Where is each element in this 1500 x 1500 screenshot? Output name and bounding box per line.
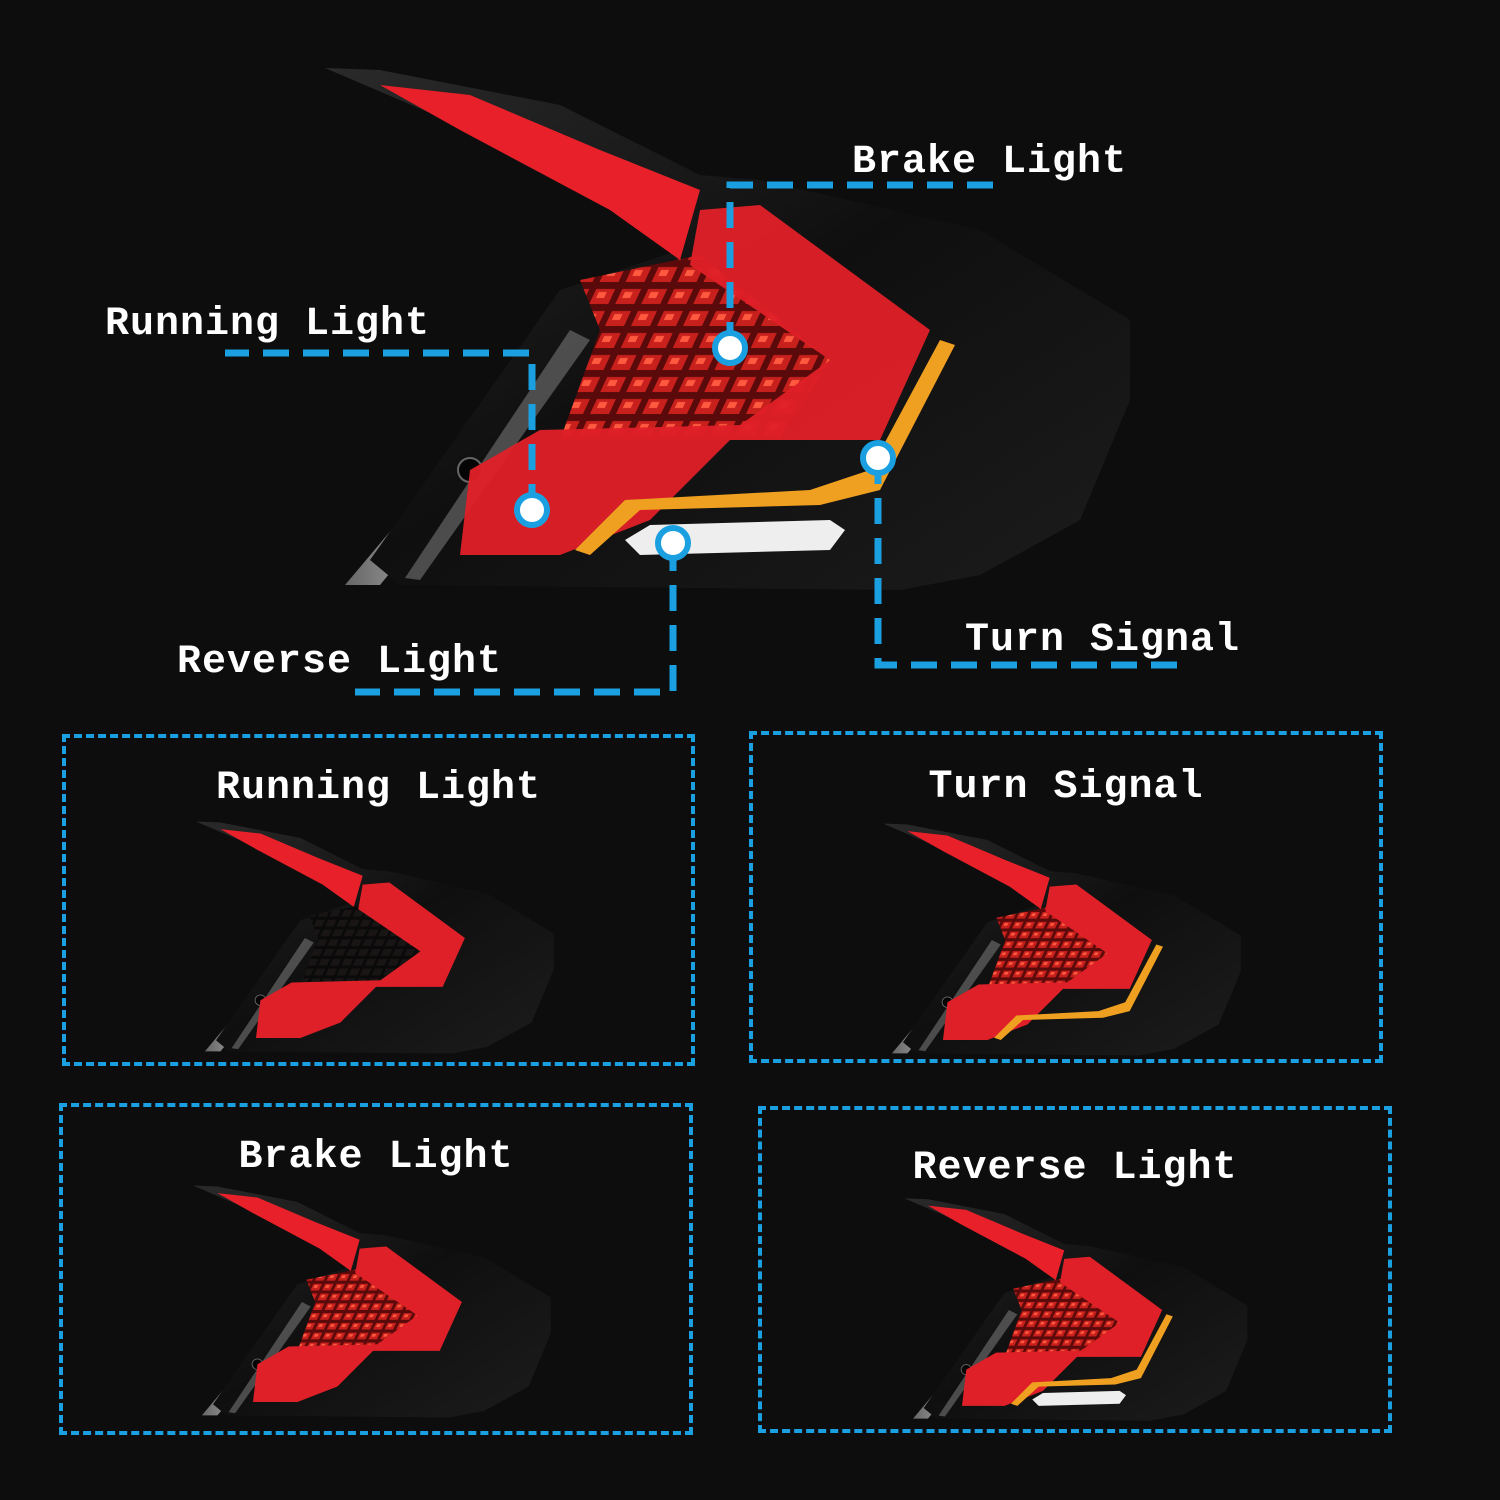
running-callout-line [225, 349, 536, 510]
running-light-bar [460, 205, 930, 555]
callout-label-turn: Turn Signal [965, 618, 1241, 663]
callout-label-reverse: Reverse Light [177, 640, 503, 685]
panel-running-light: Running Light [62, 734, 695, 1066]
turn-callout-line [874, 458, 1180, 669]
brake-callout-dot [712, 330, 748, 366]
running-light-thumbnail [195, 821, 555, 1054]
reverse-callout-line [355, 545, 677, 696]
callout-label-brake: Brake Light [852, 140, 1128, 185]
reverse-light-thumbnail [904, 1197, 1248, 1422]
panel-title: Running Light [215, 766, 542, 811]
main-tail-light-illustration [225, 67, 1180, 696]
turn-signal-thumbnail [882, 823, 1242, 1056]
panel-reverse-light: Reverse Light [758, 1106, 1392, 1433]
brake-light-thumbnail [192, 1185, 552, 1418]
turn-callout-dot [860, 440, 896, 476]
panel-title: Reverse Light [912, 1146, 1238, 1191]
reverse-callout-dot [655, 525, 691, 561]
callout-label-running: Running Light [105, 302, 431, 347]
brake-led-grid [560, 255, 830, 440]
panel-brake-light: Brake Light [59, 1103, 693, 1435]
brake-callout-line [726, 181, 1000, 348]
upper-running-bar [380, 85, 700, 260]
panel-title: Turn Signal [928, 765, 1204, 810]
running-callout-dot [514, 492, 550, 528]
panel-title: Brake Light [238, 1135, 514, 1180]
panel-turn-signal: Turn Signal [749, 731, 1383, 1063]
turn-signal-strip [575, 340, 955, 555]
